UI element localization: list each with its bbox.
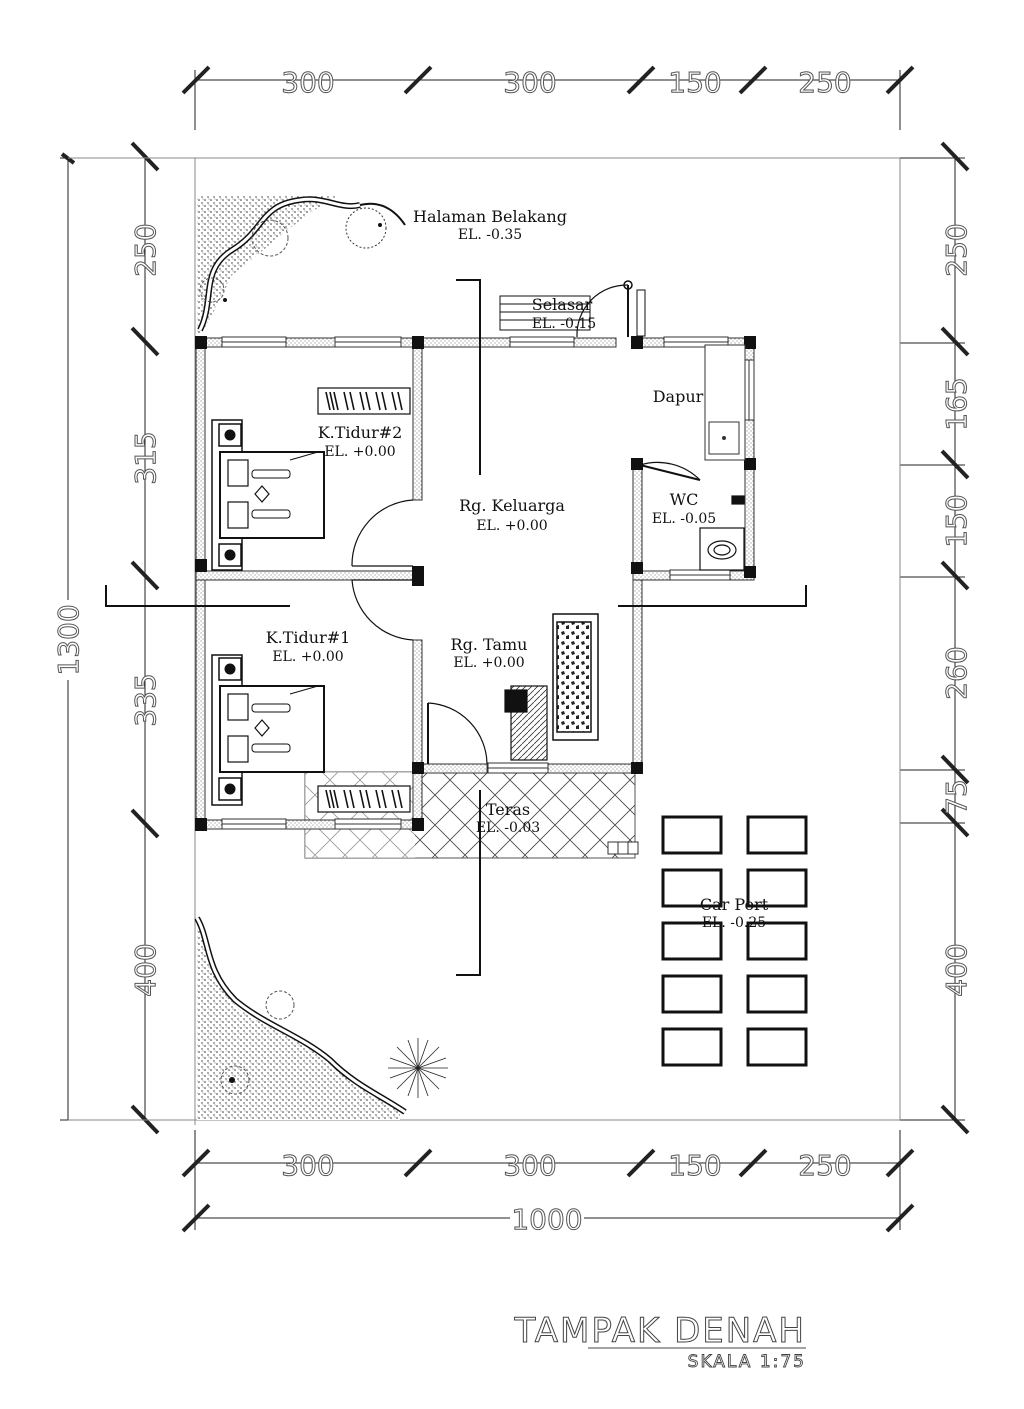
elev-car-port: EL. -0.25 [702,915,766,931]
wc-toilet [699,495,745,571]
elev-wc: EL. -0.05 [652,511,716,527]
right-dimension-chain [900,141,970,1135]
dim-right-1: 250 [940,223,973,276]
dim-bottom-2: 300 [503,1149,556,1182]
top-dimension-chain [181,65,915,130]
garden-top-left [197,195,406,335]
garden-bottom-left [194,915,448,1120]
teras-floor [304,771,639,859]
label-rg-tamu: Rg. Tamu [451,635,528,654]
dim-top-1: 300 [281,66,334,99]
bottom-dimension-chain [181,1130,915,1233]
dim-top-4: 250 [798,66,851,99]
right-dimension-labels: 250 165 150 260 75 400 [940,223,974,997]
elev-selasar: EL. -0.15 [532,316,596,332]
bed-k-tidur-1 [211,654,325,806]
dim-top-3: 150 [668,66,721,99]
dim-right-5: 75 [940,779,973,815]
label-car-port: Car Port [700,895,769,914]
doors [351,280,701,765]
palm-tree-icon [388,1038,448,1098]
windows [221,336,755,830]
dim-right-3: 150 [940,494,973,547]
label-k-tidur-2: K.Tidur#2 [318,423,403,442]
elev-k-tidur-1: EL. +0.00 [272,649,343,665]
left-dimension-labels: 250 315 335 400 1300 [52,223,163,997]
wardrobe-k-tidur-2 [317,387,411,415]
top-dimension-labels: 300 300 150 250 [281,66,852,100]
coffee-table [504,685,548,761]
kitchen-sink [704,344,746,461]
dim-right-6: 400 [940,943,973,996]
label-wc: WC [670,490,699,509]
dim-left-2: 315 [129,431,162,484]
room-labels: Halaman Belakang EL. -0.35 Selasar EL. -… [266,207,769,931]
bottom-dimension-labels: 300 300 150 250 1000 [281,1149,852,1237]
dim-bottom-3: 150 [668,1149,721,1182]
dim-right-2: 165 [940,377,973,430]
elev-rg-tamu: EL. +0.00 [453,655,524,671]
elev-rg-keluarga: EL. +0.00 [476,518,547,534]
selasar-steps [499,295,591,331]
dim-left-4: 400 [129,943,162,996]
elev-halaman-belakang: EL. -0.35 [458,227,522,243]
elev-k-tidur-2: EL. +0.00 [324,444,395,460]
sofa [552,613,599,741]
label-teras: Teras [486,800,530,819]
dim-bottom-total: 1000 [511,1203,582,1236]
dim-left-3: 335 [129,673,162,726]
bed-k-tidur-2 [211,419,325,571]
drawing-scale: SKALA 1:75 [688,1352,806,1372]
car-port-pavers [661,815,808,1067]
dim-top-2: 300 [503,66,556,99]
section-marks [105,279,807,976]
wardrobe-k-tidur-1 [317,785,411,813]
columns [195,336,756,831]
dim-left-total: 1300 [52,604,85,675]
title-block: TAMPAK DENAH SKALA 1:75 [513,1311,806,1372]
label-halaman-belakang: Halaman Belakang [413,207,567,226]
label-k-tidur-1: K.Tidur#1 [266,628,351,647]
label-dapur: Dapur [653,387,704,406]
drawing-title: TAMPAK DENAH [514,1311,806,1351]
dim-left-1: 250 [129,223,162,276]
label-selasar: Selasar [532,295,593,314]
label-rg-keluarga: Rg. Keluarga [459,496,565,515]
elev-teras: EL. -0.03 [476,820,540,836]
dim-bottom-1: 300 [281,1149,334,1182]
dim-right-4: 260 [940,646,973,699]
dim-bottom-4: 250 [798,1149,851,1182]
